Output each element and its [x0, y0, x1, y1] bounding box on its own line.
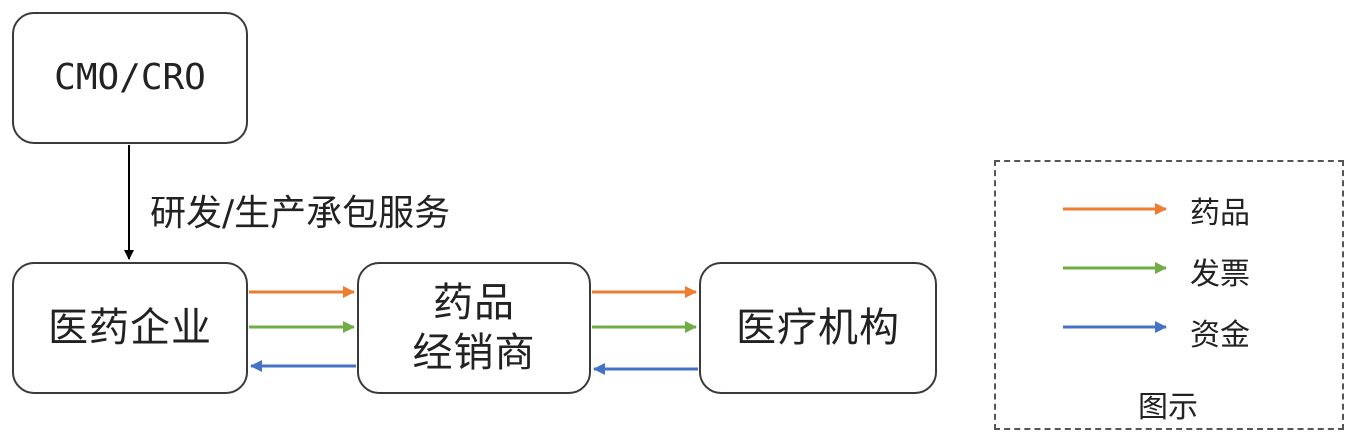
- node-drug-distributor-label-line1: 药品: [433, 280, 515, 326]
- legend-item-funds: 资金: [1190, 318, 1250, 353]
- node-drug-distributor: 药品 经销商: [357, 262, 591, 394]
- legend-item-drug: 药品: [1190, 196, 1250, 231]
- service-edge-label: 研发/生产承包服务: [150, 193, 451, 234]
- node-medical-institution: 医疗机构: [699, 262, 937, 394]
- legend-title: 图示: [1138, 390, 1198, 425]
- node-pharma-company: 医药企业: [12, 262, 248, 394]
- node-medical-institution-label: 医疗机构: [736, 305, 900, 351]
- node-cmo-cro: CMO/CRO: [12, 12, 248, 144]
- node-pharma-company-label: 医药企业: [48, 305, 212, 351]
- node-drug-distributor-label-line2: 经销商: [412, 330, 536, 376]
- node-cmo-cro-label: CMO/CRO: [54, 57, 206, 98]
- legend: [994, 160, 1344, 430]
- legend-item-invoice: 发票: [1190, 257, 1250, 292]
